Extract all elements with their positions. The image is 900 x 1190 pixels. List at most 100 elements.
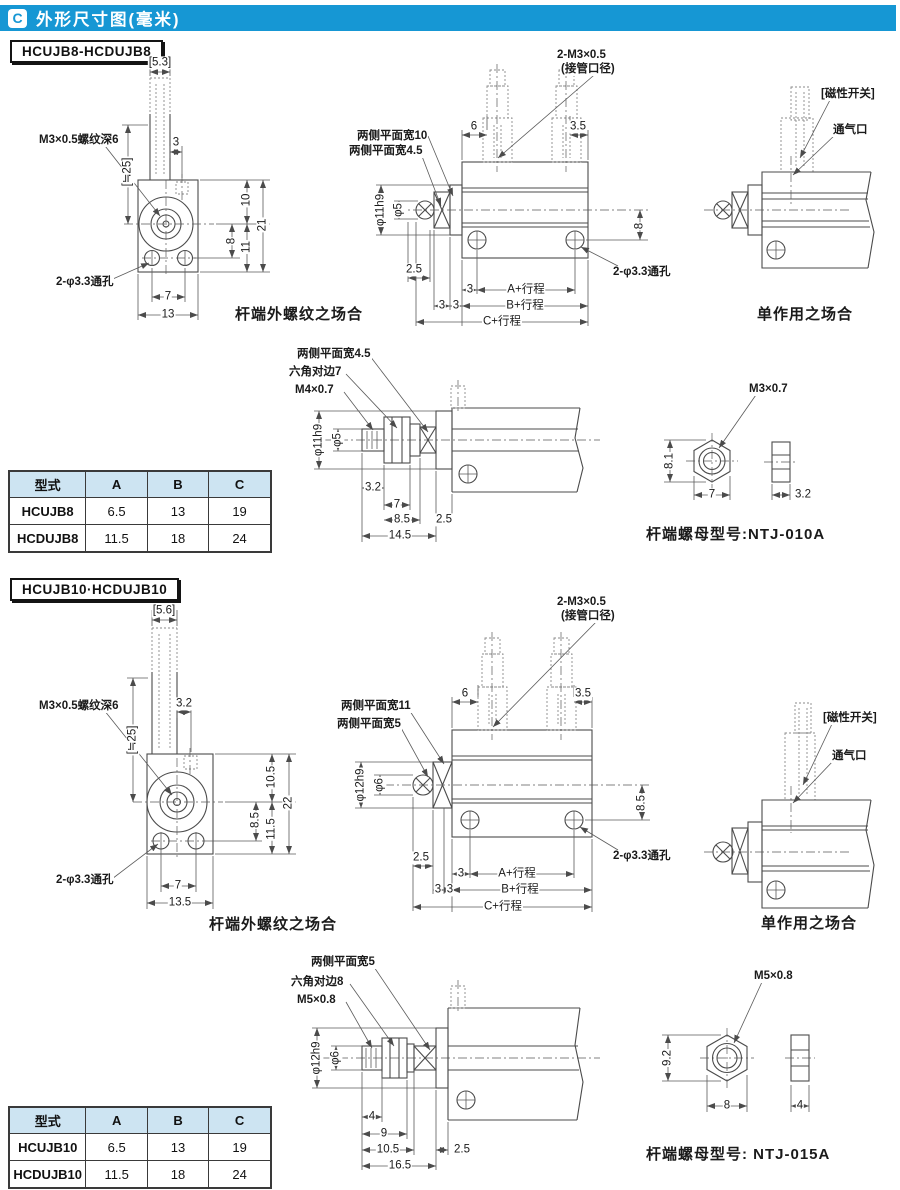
dim-label: B+行程 <box>500 883 540 897</box>
cell-b: 13 <box>146 1133 210 1161</box>
dim-label: 2.5 <box>453 1143 471 1157</box>
model-section-label-1: HCUJB8-HCDUJB8 <box>10 40 164 63</box>
cell-a: 11.5 <box>85 524 148 553</box>
note-label: 2-M3×0.5 <box>556 49 607 63</box>
cell-b: 18 <box>146 1160 210 1189</box>
cell-model: HCDUJB10 <box>8 1160 87 1189</box>
note-label: [磁性开关] <box>822 712 878 726</box>
note-label: M3×0.5螺纹深6 <box>38 700 120 714</box>
dim-label: 4 <box>795 1099 805 1113</box>
cell-b: 13 <box>146 497 210 525</box>
col-header-model: 型式 <box>8 470 87 498</box>
dim-label: 9.2 <box>661 1049 675 1067</box>
drawing-caption: 杆端螺母型号:NTJ-010A <box>645 526 827 544</box>
dim-label: 8 <box>633 221 647 231</box>
col-header-a: A <box>85 470 148 498</box>
cell-a: 6.5 <box>85 497 148 525</box>
dim-label: 3 <box>437 299 447 313</box>
dim-label: 8.1 <box>663 452 677 470</box>
col-header-c: C <box>208 470 272 498</box>
dim-label: 13.5 <box>167 896 193 910</box>
note-label: (接管口径) <box>560 610 616 624</box>
dim-label: 4 <box>367 1110 377 1124</box>
drawing-s2-front-view <box>103 610 296 909</box>
note-label: 六角对边8 <box>290 976 345 990</box>
note-label: 2-φ3.3通孔 <box>612 850 672 864</box>
dim-label: [5.3] <box>147 56 173 70</box>
cell-model: HCUJB10 <box>8 1133 87 1161</box>
note-label: 2-M3×0.5 <box>556 596 607 610</box>
dim-label: φ6 <box>329 1050 343 1066</box>
note-label: M3×0.5螺纹深6 <box>38 134 120 148</box>
dim-label: 3.5 <box>569 120 587 134</box>
dim-label: 8.5 <box>249 811 263 829</box>
table-row: HCDUJB8 11.5 18 24 <box>8 524 272 553</box>
note-label: 2-φ3.3通孔 <box>55 874 115 888</box>
table-row: HCDUJB10 11.5 18 24 <box>8 1160 272 1189</box>
dim-label: 3 <box>451 299 461 313</box>
dim-label: 3 <box>171 136 181 150</box>
drawing-s2-side-view <box>355 617 652 912</box>
drawing-caption: 杆端外螺纹之场合 <box>208 916 339 934</box>
dim-label: C+行程 <box>481 315 523 329</box>
drawing-caption: 单作用之场合 <box>760 915 859 933</box>
dim-label: φ11h9 <box>374 192 388 228</box>
page-title: 外形尺寸图(毫米) <box>36 11 181 29</box>
dim-label: 13 <box>160 308 176 322</box>
dim-label: 3 <box>433 883 443 897</box>
dim-label: 11.5 <box>265 817 279 841</box>
dim-label: 2.5 <box>412 851 430 865</box>
note-label: 2-φ3.3通孔 <box>55 276 115 290</box>
page-header: C 外形尺寸图(毫米) <box>0 5 896 31</box>
dim-label: 8.5 <box>635 794 649 812</box>
dim-label: 3.5 <box>574 687 592 701</box>
dim-label: 9 <box>379 1127 389 1141</box>
drawing-s1-single-acting <box>704 86 875 269</box>
note-label: 六角对边7 <box>288 366 343 380</box>
dim-label: 2.5 <box>405 263 423 277</box>
cell-c: 24 <box>208 524 272 553</box>
dimension-table-hcujb10: 型式 A B C HCUJB10 6.5 13 19 HCDUJB10 11.5… <box>8 1106 272 1189</box>
drawing-s1-front-view <box>101 62 270 320</box>
note-label: 两侧平面宽4.5 <box>348 145 424 159</box>
note-label: 通气口 <box>832 124 869 138</box>
drawing-s2-rod-end-detail <box>312 963 600 1170</box>
drawing-s2-rod-nut <box>662 981 815 1112</box>
cell-model: HCUJB8 <box>8 497 87 525</box>
note-label: M5×0.8 <box>753 970 794 984</box>
dim-label: C+行程 <box>482 900 524 914</box>
dim-label: 3 <box>445 883 455 897</box>
dim-label: φ5 <box>331 432 345 448</box>
dim-label: 3.2 <box>794 488 812 502</box>
cell-c: 24 <box>208 1160 272 1189</box>
table-row: HCUJB8 6.5 13 19 <box>8 497 272 525</box>
table-header-row: 型式 A B C <box>8 470 272 498</box>
col-header-a: A <box>85 1106 148 1134</box>
dim-label: φ6 <box>373 777 387 793</box>
cell-a: 6.5 <box>85 1133 148 1161</box>
dim-label: B+行程 <box>505 299 545 313</box>
dim-label: 3 <box>465 283 475 297</box>
cell-c: 19 <box>208 1133 272 1161</box>
cell-a: 11.5 <box>85 1160 148 1189</box>
cell-b: 18 <box>146 524 210 553</box>
table-header-row: 型式 A B C <box>8 1106 272 1134</box>
dim-label: 3.2 <box>364 481 382 495</box>
dim-label: A+行程 <box>506 283 546 297</box>
dim-label: 21 <box>256 217 270 233</box>
dim-label: 22 <box>282 795 296 811</box>
dim-label: φ12h9 <box>354 767 368 803</box>
drawing-caption: 杆端外螺纹之场合 <box>234 306 365 324</box>
dim-label: 3.2 <box>175 697 193 711</box>
col-header-model: 型式 <box>8 1106 87 1134</box>
dim-label: 7 <box>392 498 402 512</box>
dim-label: 8 <box>225 236 239 246</box>
section-index-icon: C <box>8 8 27 28</box>
note-label: 两侧平面宽10 <box>356 130 429 144</box>
dim-label: A+行程 <box>497 867 537 881</box>
note-label: M5×0.8 <box>296 994 337 1008</box>
dim-label: 6 <box>460 687 470 701</box>
col-header-b: B <box>146 1106 210 1134</box>
dim-label: [≒25] <box>121 156 135 188</box>
